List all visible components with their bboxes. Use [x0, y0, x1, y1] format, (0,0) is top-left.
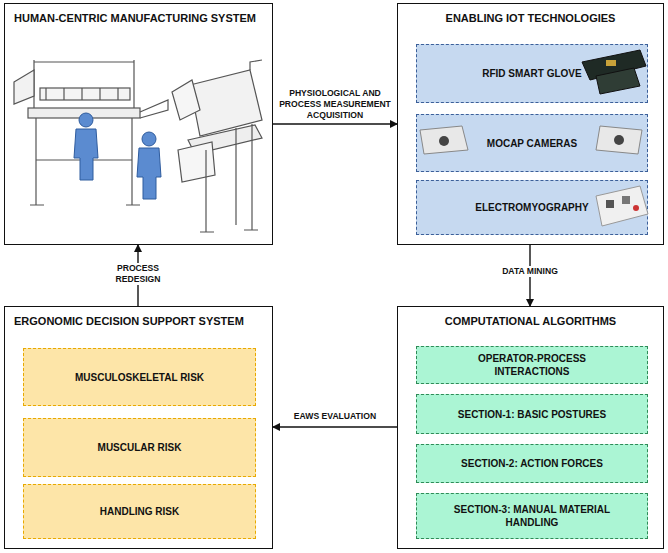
flow-arrow [273, 426, 397, 427]
workbench-right [172, 60, 262, 232]
box-label: SECTION-1: BASIC POSTURES [458, 408, 606, 421]
box-label: SECTION-2: ACTION FORCES [461, 457, 603, 470]
flow-arrow [273, 123, 397, 124]
rfid-board-image [582, 50, 646, 94]
box-label: MUSCULAR RISK [98, 441, 182, 454]
box-label: RFID SMART GLOVE [482, 67, 581, 80]
group-title: ENABLING IOT TECHNOLOGIES [407, 11, 654, 25]
algorithm-group: COMPUTATIONAL ALGORITHMS OPERATOR-PROCESS… [397, 306, 664, 549]
box-label: ELECTROMYOGRAPHY [475, 201, 588, 214]
box-label: SECTION-3: MANUAL MATERIAL HANDLING [447, 503, 617, 529]
emg-board-image [596, 186, 648, 226]
box-label: OPERATOR-PROCESS INTERACTIONS [447, 352, 617, 378]
operator-figure [74, 113, 161, 199]
algorithm-box: SECTION-1: BASIC POSTURES [416, 394, 648, 434]
edge-label: DATA MINING [490, 266, 570, 277]
device-box: ELECTROMYOGRAPHY [416, 180, 648, 235]
group-title: COMPUTATIONAL ALGORITHMS [407, 314, 654, 328]
box-label: MOCAP CAMERAS [487, 137, 577, 150]
risk-box: MUSCULOSKELETAL RISK [23, 348, 256, 406]
device-box: MOCAP CAMERAS [416, 114, 648, 172]
technology-group: ENABLING IOT TECHNOLOGIES RFID SMART GLOV… [397, 3, 664, 245]
algorithm-box: OPERATOR-PROCESS INTERACTIONS [416, 346, 648, 384]
edge-label: EAWS EVALUATION [275, 411, 395, 422]
group-title: ERGONOMIC DECISION SUPPORT SYSTEM [14, 314, 263, 328]
edge-label: PHYSIOLOGICAL AND PROCESS MEASUREMENT AC… [275, 88, 395, 121]
group-title: HUMAN-CENTRIC MANUFACTURING SYSTEM [14, 11, 263, 25]
algorithm-box: SECTION-2: ACTION FORCES [416, 444, 648, 483]
camera-image [420, 126, 642, 154]
algorithm-box: SECTION-3: MANUAL MATERIAL HANDLING [416, 493, 648, 539]
support-system-box: ERGONOMIC DECISION SUPPORT SYSTEM MUSCULO… [4, 306, 273, 549]
workbench-left [14, 60, 168, 205]
risk-box: HANDLING RISK [23, 484, 256, 539]
edge-label: PROCESS REDESIGN [98, 263, 178, 285]
device-box: RFID SMART GLOVE [416, 44, 648, 103]
box-label: HANDLING RISK [100, 505, 179, 518]
box-label: MUSCULOSKELETAL RISK [75, 371, 204, 384]
system-box: HUMAN-CENTRIC MANUFACTURING SYSTEM [4, 3, 273, 245]
risk-box: MUSCULAR RISK [23, 418, 256, 477]
